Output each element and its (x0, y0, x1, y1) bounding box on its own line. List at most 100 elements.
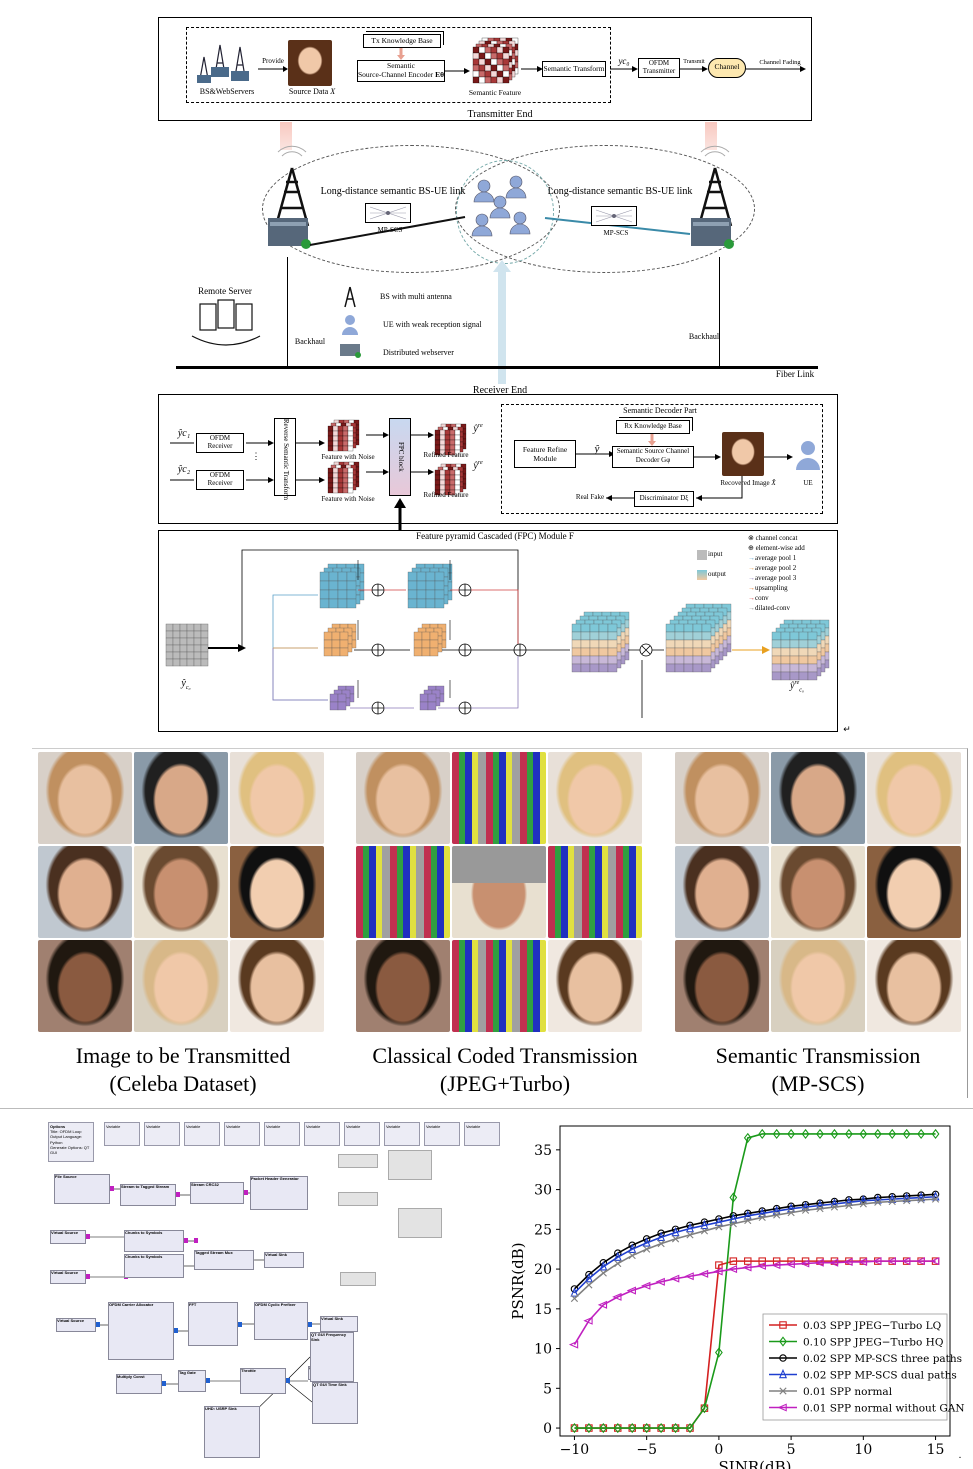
flowgraph-block[interactable]: Tagged Stream Mux (194, 1250, 254, 1270)
y1-label: ŷc₁ (177, 428, 191, 439)
fpc-to-receiver-arrow (394, 498, 406, 530)
legend-entry: 0.03 SPP JPEG−Turbo LQ (769, 1320, 942, 1332)
disabled-block[interactable] (388, 1150, 432, 1180)
flowgraph-block[interactable]: OFDM Carrier Allocator (108, 1302, 174, 1360)
flowgraph-block[interactable]: Virtual Source (56, 1318, 96, 1332)
flowgraph-block[interactable]: Stream CRC32 (190, 1182, 244, 1204)
disabled-block[interactable] (340, 1272, 376, 1286)
data-point (570, 1422, 579, 1434)
flowgraph-block[interactable]: QT GUI Time Sink (312, 1382, 358, 1424)
caption-jpeg: Classical Coded Transmission(JPEG+Turbo) (372, 1043, 638, 1096)
semantic-link-left (309, 216, 466, 246)
data-point (643, 1245, 651, 1253)
legend-pool1: →average pool 1 (748, 554, 797, 562)
flowgraph-block[interactable]: Virtual Sink (320, 1316, 358, 1332)
disabled-block[interactable] (338, 1154, 378, 1168)
variable-block[interactable]: Variable (104, 1122, 140, 1146)
disabled-block[interactable] (398, 1208, 442, 1238)
series-group (570, 1128, 940, 1434)
encoder-out-arrow (445, 68, 470, 74)
series-group (570, 1195, 940, 1303)
flowgraph-block[interactable]: FFT (188, 1302, 238, 1346)
legend-label: 0.03 SPP JPEG−Turbo LQ (803, 1320, 942, 1332)
decoder-out-arrow (694, 454, 721, 460)
semantic-feature-cube (472, 37, 519, 84)
data-point (779, 1321, 787, 1329)
data-point (743, 1210, 752, 1220)
flowgraph-block[interactable]: Throttle (240, 1368, 286, 1394)
flowgraph-block[interactable]: Multiply Const (116, 1374, 162, 1394)
flowgraph-block[interactable]: UHD: USRP Sink (204, 1406, 260, 1458)
variable-block[interactable]: Variable (224, 1122, 260, 1146)
y-tick-label: 25 (534, 1222, 552, 1238)
rt-arrows (296, 440, 325, 483)
face-thumbnail (867, 940, 961, 1032)
fpc-block: FPC block (389, 418, 411, 496)
variable-block[interactable]: Variable (464, 1122, 500, 1146)
legend-entry: 0.02 SPP MP-SCS three paths (769, 1353, 962, 1365)
data-point (917, 1196, 925, 1204)
data-point (814, 1258, 824, 1267)
data-point (873, 1194, 882, 1204)
data-point (613, 1422, 622, 1434)
mpscs-right-label: MP-SCS (603, 229, 629, 237)
discriminator-arrows (606, 476, 743, 501)
data-point (715, 1223, 723, 1231)
flowgraph-connections (86, 1186, 320, 1419)
face-thumbnail (134, 940, 228, 1032)
backhaul-right-label: Backhaul (688, 332, 720, 341)
data-point (843, 1257, 853, 1266)
face-thumbnail (675, 846, 769, 938)
disabled-block[interactable] (338, 1192, 378, 1206)
variable-block[interactable]: Variable (424, 1122, 460, 1146)
flowgraph-block[interactable]: Chunks to Symbols (124, 1230, 184, 1252)
variable-block[interactable]: Variable (344, 1122, 380, 1146)
jpeg-face-grid (356, 752, 644, 1034)
variable-block[interactable]: Variable (184, 1122, 220, 1146)
flowgraph-block[interactable]: Virtual Source (50, 1270, 86, 1284)
data-point (715, 1261, 723, 1269)
flowgraph-block[interactable]: Stream to Tagged Stream (120, 1184, 176, 1206)
data-point (657, 1231, 666, 1242)
flowgraph-block[interactable]: Tag Gate (178, 1370, 206, 1392)
flowgraph-block[interactable]: QT GUI Frequency Sink (310, 1332, 354, 1382)
flowgraph-block[interactable]: Virtual Sink (264, 1252, 304, 1268)
legend-pool2: →average pool 2 (748, 564, 797, 572)
face-thumbnail (548, 752, 642, 844)
flowgraph-block[interactable]: Virtual Source (50, 1230, 86, 1244)
variable-block[interactable]: Variable (144, 1122, 180, 1146)
face-thumbnail (771, 940, 865, 1032)
data-point (773, 1211, 781, 1219)
data-point (714, 1216, 723, 1226)
refined-1-label: Refined Feature (423, 451, 469, 459)
variable-block[interactable]: Variable (384, 1122, 420, 1146)
bs-webservers-label: BS&WebServers (199, 87, 255, 96)
flowgraph-block[interactable]: File Source (54, 1174, 110, 1204)
decoder-dashed-group (501, 404, 823, 514)
face-thumbnail (134, 752, 228, 844)
data-point (599, 1261, 608, 1271)
variable-block[interactable]: Variable (264, 1122, 300, 1146)
legend-label: 0.02 SPP MP-SCS dual paths (803, 1370, 957, 1382)
backhaul-line-left (287, 257, 288, 367)
face-thumbnail (134, 846, 228, 938)
flowgraph-block[interactable]: Packet Header Generator (250, 1176, 308, 1210)
channel-cylinder: Channel (708, 58, 746, 78)
data-point (830, 1203, 839, 1211)
face-thumbnail (452, 752, 546, 844)
data-point (915, 1257, 925, 1266)
data-point (931, 1195, 940, 1203)
webserver-legend-icon (340, 344, 361, 358)
variable-block[interactable]: Variable (304, 1122, 340, 1146)
bs-webservers-icon (197, 44, 249, 83)
data-point (801, 1206, 810, 1214)
face-thumbnail (771, 846, 865, 938)
face-thumbnail (867, 846, 961, 938)
flowgraph-block[interactable]: Chunks to Symbols (124, 1254, 184, 1278)
flowgraph-block[interactable]: OFDM Cyclic Prefixer (254, 1302, 308, 1340)
to-fpc-arrows (366, 432, 389, 475)
